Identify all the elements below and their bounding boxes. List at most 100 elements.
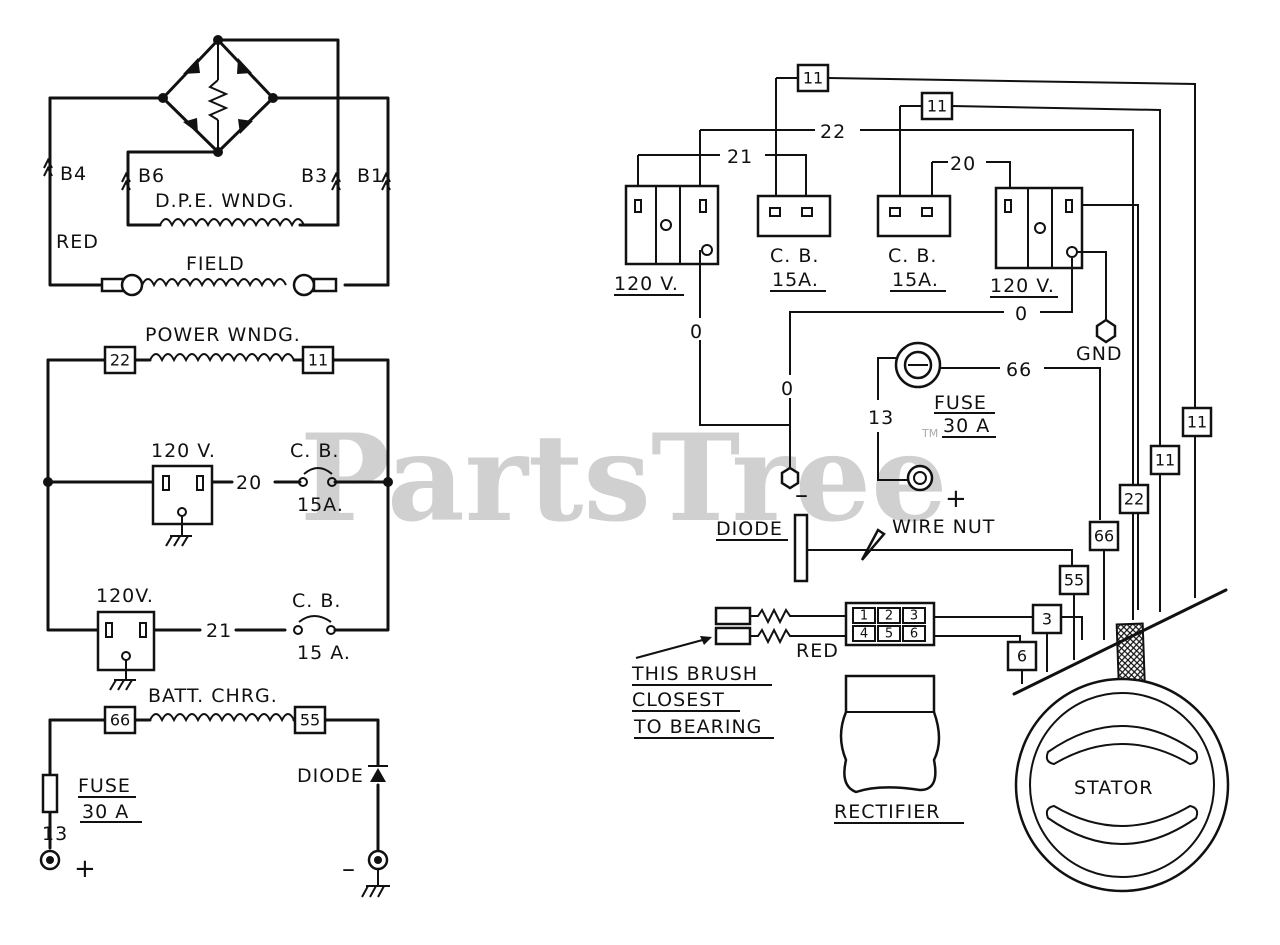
tag-66 [103,705,137,735]
label-wire-0-c: 0 [781,378,794,400]
brush-1 [714,606,752,626]
battery-charge-coil [149,713,295,723]
label-lower-cb-rating: 15 A. [297,642,351,664]
bridge-rectifier-section: B4 B6 B3 B1 D.P.E. WNDG. RED FIELD [43,35,391,297]
tag-11-second-text: 11 [927,97,947,116]
watermark-tm: TM [921,427,938,440]
tag-11-text: 11 [308,351,328,370]
tag-22-text: 22 [110,351,130,370]
physical-wiring-section: 11 11 22 21 20 120 V. C. B. 15A. C. [614,63,1230,893]
diode-left [370,768,386,782]
power-winding-section: 22 11 POWER WNDG. 120 V. 20 C. B. 15A. 1… [43,324,393,691]
battery-charge-section: 66 55 BATT. CHRG. FUSE 30 A 13 + DIODE – [39,685,390,898]
label-cb1: C. B. [770,245,819,267]
label-b3: B3 [301,165,328,187]
cb-lower-switch [298,615,332,623]
label-cb2: C. B. [888,245,937,267]
field-brush-right [312,277,338,293]
junction-dot [158,93,168,103]
watermark: PartsTree [300,408,947,549]
tag-11-right-b-text: 11 [1155,451,1175,470]
brush-2 [714,626,752,646]
label-wire-20-right: 20 [950,153,976,175]
ground-nut [1095,318,1117,344]
label-fuse-rating: 30 A [82,801,129,823]
tag-11-top [796,63,830,93]
tag-11-right-a-text: 11 [1187,413,1207,432]
pin-3: 3 [910,609,918,624]
tag-11-right-a [1181,406,1213,438]
pin-4: 4 [860,627,868,642]
tag-11-right-b [1149,444,1181,476]
tag-3-text: 3 [1042,610,1052,629]
pin-6: 6 [910,627,918,642]
label-fuse: FUSE [78,775,131,797]
tag-55-right-text: 55 [1064,571,1084,590]
label-wire-13: 13 [42,823,68,845]
cb-upper-switch [303,467,333,475]
label-brush-note-1: THIS BRUSH [631,663,758,685]
label-brush-note-2: CLOSEST [632,689,725,711]
label-gnd: GND [1076,343,1123,365]
label-minus-right: – [795,480,809,510]
wire-nut [860,528,886,561]
circuit-breaker-2 [876,194,952,238]
fuse-left [41,773,59,814]
tag-22-right [1118,483,1150,515]
ground-symbol [165,516,192,547]
label-plus-right: + [945,484,968,514]
tag-11 [301,345,335,375]
negative-terminal-nut [780,466,800,490]
label-wire-0-b: 0 [1015,303,1028,325]
label-field: FIELD [186,253,245,275]
tag-66-right-text: 66 [1094,527,1114,546]
label-plus: + [74,854,97,884]
label-outlet-left: 120 V. [614,273,679,295]
label-wire-0-a: 0 [690,321,703,343]
tag-3 [1031,603,1063,635]
label-power-winding: POWER WNDG. [145,324,301,346]
label-fuse-right: FUSE [934,392,987,414]
field-coil [141,278,287,288]
rectifier [839,674,941,794]
label-diode: DIODE [297,765,364,787]
pin-5: 5 [885,627,893,642]
label-cb1-rating: 15A. [772,269,819,291]
junction-dot [213,147,223,157]
pin-2: 2 [885,609,893,624]
tag-55-text: 55 [300,711,320,730]
label-lower-outlet: 120V. [96,585,154,607]
label-wire-66-right: 66 [1006,359,1032,381]
dpe-winding-coil [159,218,305,228]
tag-66-text: 66 [110,711,130,730]
tag-11-second [920,91,954,121]
tag-22-right-text: 22 [1124,490,1144,509]
label-battery-charge: BATT. CHRG. [148,685,278,707]
label-diode-right: DIODE [716,518,783,540]
tag-22 [103,345,137,375]
label-dpe-winding: D.P.E. WNDG. [155,190,295,212]
tag-11-top-text: 11 [803,69,823,88]
label-stator: STATOR [1074,777,1153,799]
label-red: RED [56,231,99,253]
stator [1014,677,1230,893]
label-upper-cb-rating: 15A. [297,494,344,516]
junction-dot [268,93,278,103]
power-winding-coil [149,353,295,363]
label-wire-22: 22 [820,121,846,143]
circuit-breaker-1 [756,194,832,238]
positive-terminal [906,464,934,492]
label-wire-21: 21 [206,620,232,642]
label-b4: B4 [60,163,87,185]
label-b6: B6 [138,165,165,187]
label-lower-cb: C. B. [292,590,341,612]
junction-dot [213,35,223,45]
label-minus: – [342,854,356,884]
label-red-right: RED [796,640,839,662]
label-fuse-rating-right: 30 A [943,415,990,437]
label-cb2-rating: 15A. [892,269,939,291]
label-upper-outlet: 120 V. [151,440,216,462]
field-brush-left [100,277,126,293]
